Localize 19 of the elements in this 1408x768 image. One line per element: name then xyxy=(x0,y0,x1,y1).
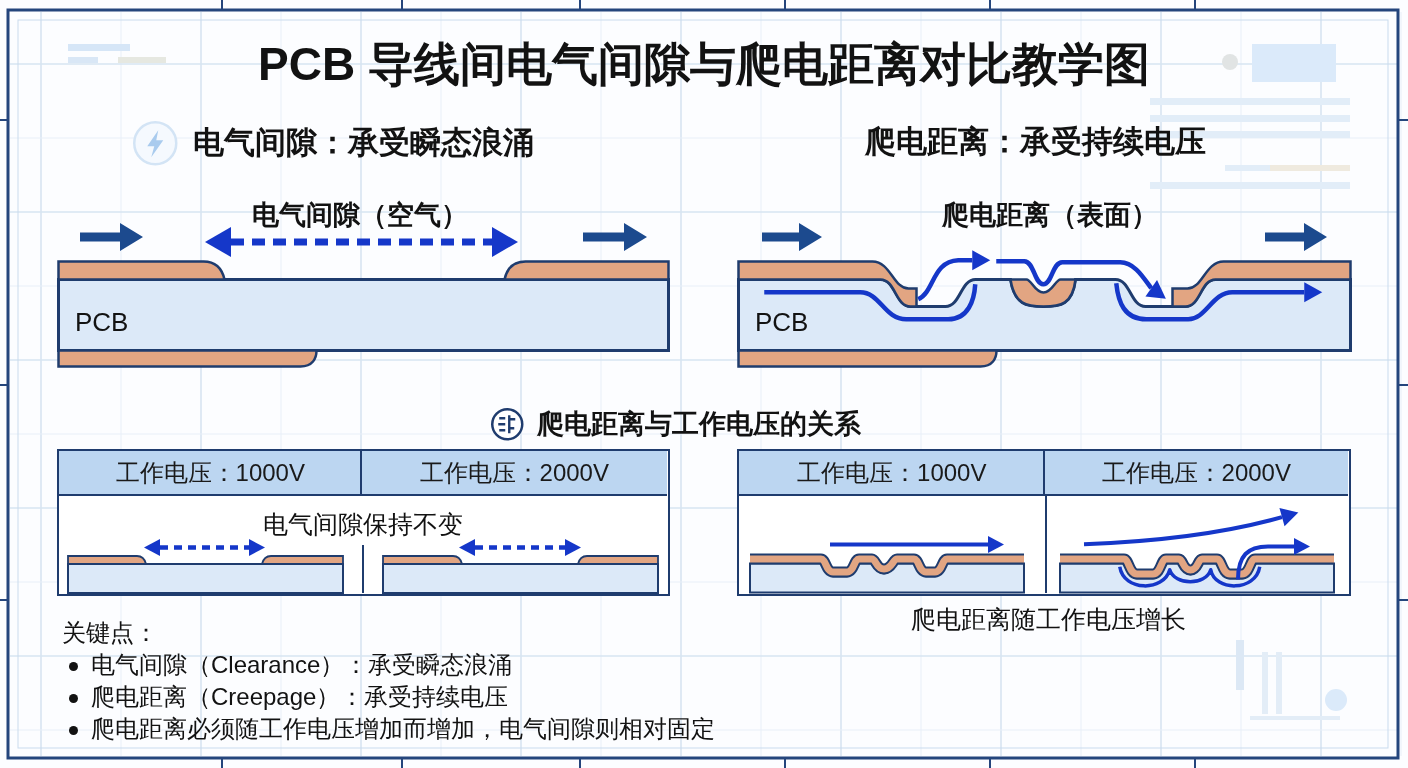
list-item: 爬电距离必须随工作电压增加而增加，电气间隙则相对固定 xyxy=(91,714,715,744)
comparison-table xyxy=(57,449,670,596)
list-heading: 关键点： xyxy=(62,618,158,648)
dimension-label: 电气间隙（空气） xyxy=(252,198,468,232)
section-heading: 电气间隙：承受瞬态浪涌 xyxy=(193,124,534,162)
header-cell: 工作电压：2000V xyxy=(361,451,667,496)
board-label: PCB xyxy=(755,307,809,339)
board-label: PCB xyxy=(75,307,129,339)
list-item: 电气间隙（Clearance）：承受瞬态浪涌 xyxy=(91,650,513,680)
list-item: 爬电距离（Creepage）：承受持续电压 xyxy=(91,682,509,712)
table-caption: 爬电距离随工作电压增长 xyxy=(910,604,1186,634)
section-heading: 爬电距离与工作电压的关系 xyxy=(537,407,861,441)
table-note: 电气间隙保持不变 xyxy=(262,508,463,539)
dimension-label: 爬电距离（表面） xyxy=(942,198,1158,232)
header-cell: 工作电压：1000V xyxy=(739,451,1045,496)
section-heading: 爬电距离：承受持续电压 xyxy=(865,123,1206,161)
header-cell: 工作电压：1000V xyxy=(59,451,362,496)
comparison-table xyxy=(737,449,1351,596)
title: PCB 导线间电气间隙与爬电距离对比教学图 xyxy=(258,37,1150,93)
